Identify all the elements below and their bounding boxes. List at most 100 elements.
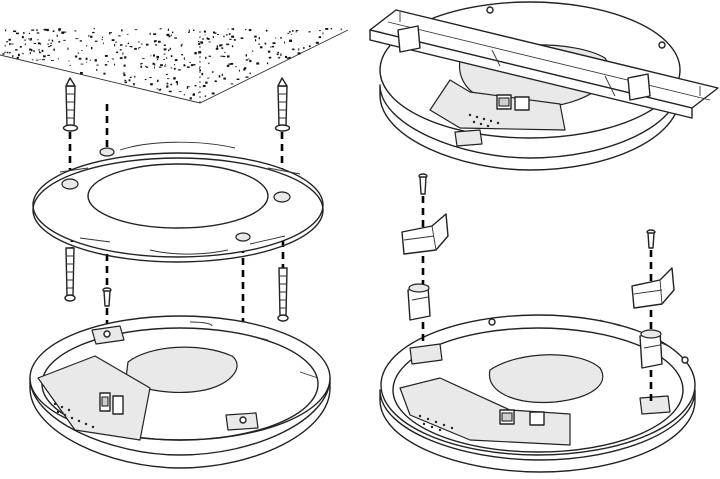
ceiling-speckle [186,87,189,89]
ceiling-speckle [207,38,210,40]
ceiling-speckle [127,42,129,45]
ceiling-speckle [231,28,234,30]
ceiling-speckle [319,30,321,32]
ceiling-speckle [8,38,11,41]
ceiling-speckle [284,41,286,44]
ceiling-speckle [277,57,280,59]
ceiling-speckle [214,80,217,83]
ceiling-speckle [146,43,149,46]
ceiling-speckle [166,33,170,37]
ceiling-speckle [16,56,19,59]
ceiling-speckle [111,58,114,60]
ceiling-speckle [28,32,30,35]
ceiling-speckle [74,55,78,58]
ceiling-speckle [201,72,204,76]
ceiling-speckle [229,33,231,35]
ceiling-speckle [31,29,35,31]
ceiling-speckle [240,37,244,39]
ceiling-speckle [215,47,219,50]
ceiling-speckle [256,62,260,65]
ceiling-speckle [315,41,319,44]
ceiling-speckle [88,34,90,37]
ceiling-speckle [9,42,11,46]
ceiling-speckle [86,45,88,47]
ceiling-speckle [169,47,171,50]
ceiling-speckle [129,46,132,47]
ceiling-speckle [189,62,191,63]
ceiling-speckle [50,42,53,44]
ceiling-speckle [154,63,156,66]
ceiling-speckle [145,65,147,67]
ceiling-speckle [21,35,24,39]
ceiling-speckle [92,32,95,34]
rail-clip-icon [631,229,675,405]
ceiling-speckle [134,29,138,31]
ceiling-speckle [168,35,171,38]
ceiling-speckle [69,64,72,66]
ceiling-speckle [224,51,226,53]
ceiling-speckle [124,56,127,59]
ceiling-speckle [150,55,152,57]
ceiling-speckle [47,54,50,56]
rail-clip-icon [397,25,651,101]
ceiling-speckle [258,43,260,45]
ceiling-speckle [202,38,205,40]
ceiling-speckle [192,93,195,96]
ceiling-speckle [109,32,111,35]
ceiling-speckle [86,61,88,63]
ceiling-speckle [124,79,127,81]
ceiling-speckle [114,44,116,47]
ceiling-speckle [192,64,196,66]
ceiling-speckle [266,62,269,65]
ceiling-speckle [121,29,123,32]
ceiling-speckle [249,59,252,63]
ceiling-speckle [56,34,58,37]
ceiling-speckle [36,32,40,34]
ceiling-speckle [145,66,149,68]
ceiling-speckle [255,39,257,42]
ceiling-speckle [42,59,45,61]
access-point-device-icon [29,315,331,469]
ceiling-speckle [134,47,137,50]
ceiling-speckle [29,48,32,51]
ceiling-speckle [233,39,236,41]
ceiling-speckle [123,64,126,67]
ceiling-speckle [208,62,210,65]
ceiling-speckle [322,32,324,35]
ceiling-speckle [181,54,184,56]
ceiling-speckle [49,45,52,47]
ceiling-speckle [12,55,14,58]
ceiling-speckle [43,55,46,58]
ceiling-speckle [225,34,228,36]
ceiling-speckle [96,69,98,71]
ceiling-speckle [154,40,157,42]
ceiling-speckle [77,52,79,54]
ceiling-speckle [115,41,117,43]
ceiling-speckle [297,52,301,55]
ceiling-speckle [296,30,299,32]
ceiling-speckle [94,40,98,42]
ceiling-speckle [292,48,295,51]
ceiling-speckle [6,41,9,43]
ceiling-speckle [104,64,108,66]
ceiling-speckle [63,31,67,33]
ceiling-speckle [116,51,119,54]
ceiling-speckle [30,49,33,52]
ceiling-speckle [183,94,185,96]
ceiling-speckle [129,76,132,79]
ceiling-speckle [221,73,223,76]
ceiling-speckle [275,37,277,39]
ceiling-speckle [208,41,211,43]
ceiling-speckle [39,52,42,54]
ceiling-speckle [226,64,230,67]
ceiling-speckle [170,83,172,86]
ceiling-speckle [6,51,8,54]
ceiling-speckle [194,85,197,87]
ceiling-speckle [81,50,83,51]
ceiling-speckle [102,42,104,45]
ceiling-speckle [186,86,190,88]
rail-clip-icon [401,173,449,345]
ceiling-speckle [160,64,163,67]
ceiling-speckle [123,74,126,77]
ceiling-speckle [165,73,168,75]
